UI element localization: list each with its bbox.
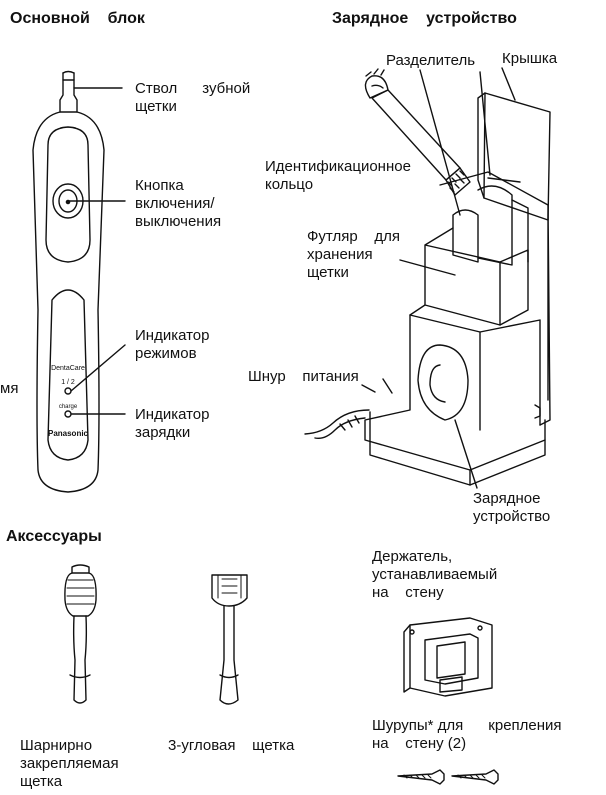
label-storage-case: Футляр для хранения щетки — [307, 228, 400, 281]
label-hinged-brush: Шарнирно закрепляемая щетка — [20, 737, 119, 790]
wall-holder — [403, 617, 493, 697]
detached-brush-head — [364, 68, 471, 196]
label-separator: Разделитель — [386, 52, 476, 69]
label-wall-holder: Держатель, устанавливаемый на стену — [372, 548, 498, 601]
label-power-cord: Шнур питания — [248, 368, 359, 385]
hinged-brush-head — [64, 564, 97, 704]
device-brand-top: DentaCare — [51, 365, 85, 372]
label-power-button: Кнопка включения/ выключения — [135, 177, 222, 230]
accessories-heading: Аксессуары — [6, 528, 102, 545]
label-lid: Крышка — [502, 50, 558, 67]
label-brush-shaft: Ствол зубной щетки — [135, 80, 251, 115]
triangle-brush-head — [211, 574, 248, 705]
device-charge-text: charge — [59, 404, 78, 410]
screws — [397, 769, 499, 785]
label-charge-indicator: Индикатор зарядки — [135, 406, 210, 441]
label-id-ring: Идентификационное кольцо — [265, 158, 411, 193]
main-unit-heading: Основной блок — [10, 10, 145, 27]
label-charger-unit: Зарядное устройство — [473, 490, 551, 525]
label-screws: Шурупы* для крепления на стену (2) — [372, 717, 562, 752]
charger-heading: Зарядное устройство — [332, 10, 517, 27]
label-mode-indicator: Индикатор режимов — [135, 327, 210, 362]
device-brand: Panasonic — [48, 429, 89, 438]
charger-stand — [364, 92, 551, 486]
label-triangle-brush: 3-угловая щетка — [168, 737, 295, 754]
device-mode-text: 1 / 2 — [61, 379, 75, 386]
label-cut-text: мя — [0, 380, 19, 397]
